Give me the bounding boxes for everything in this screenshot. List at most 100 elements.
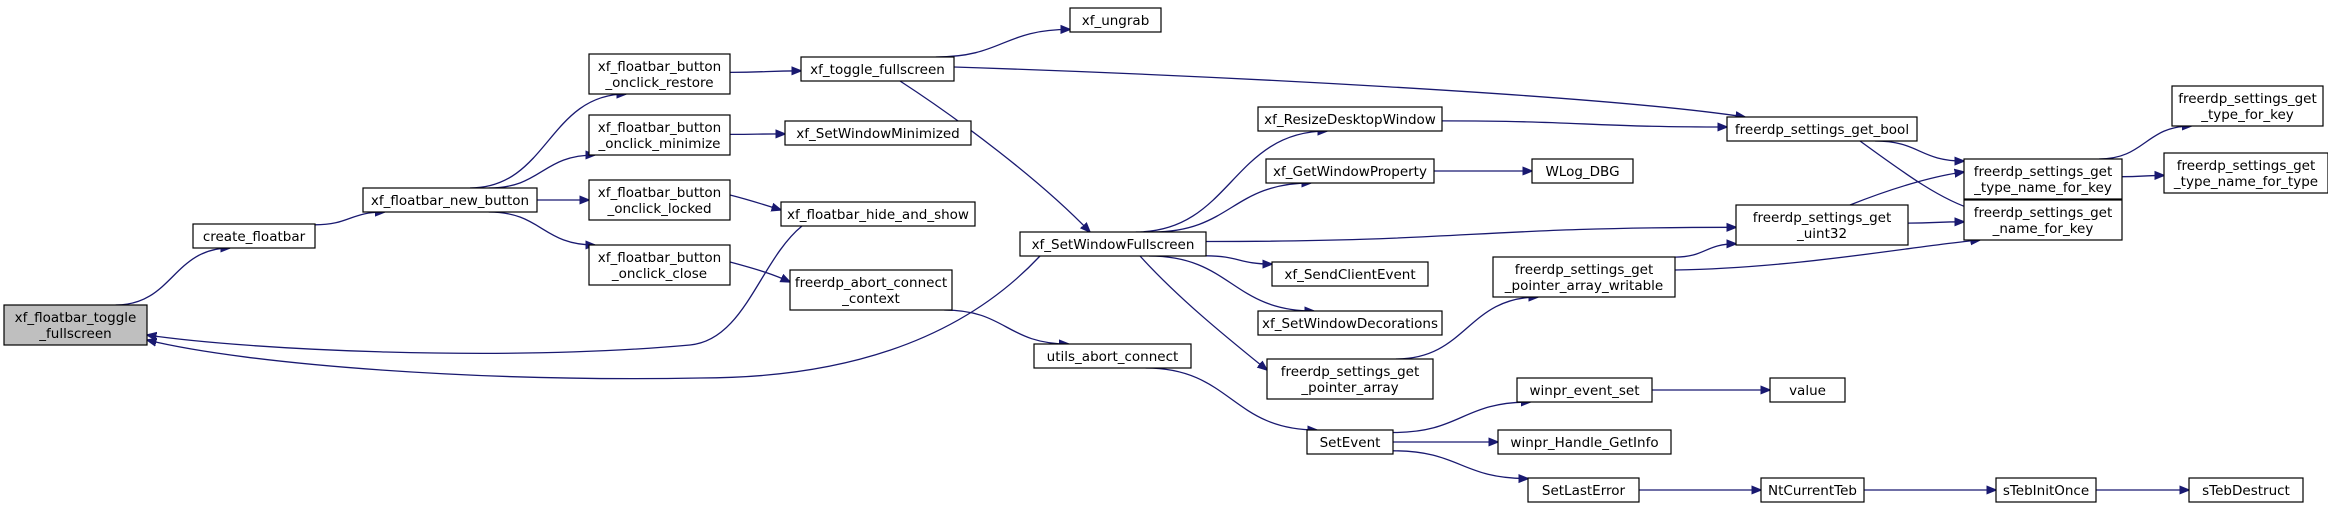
node-set_window_minimized[interactable]: xf_SetWindowMinimized (784, 120, 972, 146)
node-abort_connect_context[interactable]: freerdp_abort_connect_context (789, 269, 953, 311)
node-onclick_locked[interactable]: xf_floatbar_button_onclick_locked (588, 179, 731, 221)
node-box (1995, 477, 2097, 503)
node-onclick_minimize[interactable]: xf_floatbar_button_onclick_minimize (588, 114, 731, 156)
edge-get_uint32-to-get_type_name_for_key (1849, 172, 1964, 206)
node-get_bool[interactable]: freerdp_settings_get_bool (1726, 116, 1918, 142)
edge-get_bool-to-get_type_name_for_key (1874, 140, 1964, 161)
node-label: xf_floatbar_toggle (15, 310, 137, 326)
node-label: xf_ungrab (1082, 13, 1150, 29)
node-box (1257, 310, 1443, 336)
node-label: xf_floatbar_button (598, 250, 722, 266)
node-label: create_floatbar (203, 229, 306, 245)
edge-get_pointer_array_writable-to-get_name_for_key (1674, 240, 1980, 271)
node-label: freerdp_settings_get_bool (1735, 122, 1909, 138)
node-get_uint32[interactable]: freerdp_settings_get_uint32 (1735, 204, 1909, 246)
node-steb_init_once[interactable]: sTebInitOnce (1995, 477, 2097, 503)
node-label: xf_floatbar_button (598, 59, 722, 75)
node-get_pointer_array_writable[interactable]: freerdp_settings_get_pointer_array_writa… (1492, 256, 1676, 298)
edge-toggle_fullscreen-to-set_window_fullscreen (899, 80, 1090, 232)
node-get_name_for_key[interactable]: freerdp_settings_get_name_for_key (1963, 199, 2123, 241)
edges-layer (115, 29, 2192, 490)
node-label: xf_SetWindowFullscreen (1032, 237, 1195, 253)
node-new_button[interactable]: xf_floatbar_new_button (362, 187, 538, 213)
node-box (588, 53, 731, 95)
node-winpr_handle_getinfo[interactable]: winpr_Handle_GetInfo (1497, 429, 1672, 455)
node-nt_current_teb[interactable]: NtCurrentTeb (1760, 477, 1865, 503)
node-label: _onclick_restore (604, 75, 713, 91)
node-label: _type_for_key (2200, 107, 2294, 123)
edge-onclick_close-to-abort_connect_context (729, 261, 790, 282)
node-root[interactable]: xf_floatbar_toggle_fullscreen (3, 304, 148, 346)
node-set_last_error[interactable]: SetLastError (1527, 477, 1640, 503)
node-label: winpr_Handle_GetInfo (1510, 435, 1658, 451)
node-box (2171, 85, 2324, 127)
node-box (588, 244, 731, 286)
node-set_window_fullscreen[interactable]: xf_SetWindowFullscreen (1019, 231, 1207, 257)
node-label: _onclick_locked (606, 201, 711, 217)
node-label: freerdp_settings_get (1974, 205, 2113, 221)
node-ungrab[interactable]: xf_ungrab (1069, 7, 1162, 33)
node-box (1735, 204, 1909, 246)
edge-set_window_fullscreen-to-root (147, 255, 1041, 380)
node-box (2188, 477, 2304, 503)
node-label: NtCurrentTeb (1768, 483, 1857, 499)
node-box (1019, 231, 1207, 257)
edge-get_uint32-to-get_name_for_key (1907, 222, 1964, 223)
edge-new_button-to-onclick_close (488, 211, 595, 245)
node-send_client_event[interactable]: xf_SendClientEvent (1271, 261, 1429, 287)
node-get_pointer_array[interactable]: freerdp_settings_get_pointer_array (1266, 358, 1434, 400)
edge-set_window_fullscreen-to-get_pointer_array (1139, 255, 1267, 370)
node-onclick_restore[interactable]: xf_floatbar_button_onclick_restore (588, 53, 731, 95)
node-label: xf_floatbar_new_button (371, 193, 529, 209)
node-label: sTebInitOnce (2003, 483, 2089, 499)
node-box (1069, 7, 1162, 33)
node-label: _pointer_array_writable (1504, 278, 1663, 294)
edge-set_event-to-winpr_event_set (1392, 402, 1530, 434)
node-utils_abort_connect[interactable]: utils_abort_connect (1033, 343, 1192, 369)
edge-set_event-to-set_last_error (1392, 450, 1528, 479)
node-label: sTebDestruct (2202, 483, 2290, 499)
node-resize_desktop_window[interactable]: xf_ResizeDesktopWindow (1257, 106, 1443, 132)
node-hide_and_show[interactable]: xf_floatbar_hide_and_show (780, 201, 976, 227)
edge-resize_desktop_window-to-get_bool (1441, 120, 1727, 127)
node-box (780, 201, 976, 227)
node-get_type_name_for_key[interactable]: freerdp_settings_get_type_name_for_key (1963, 158, 2123, 200)
node-set_event[interactable]: SetEvent (1306, 429, 1394, 455)
edge-set_window_fullscreen-to-get_window_property (1151, 183, 1311, 233)
node-box (1265, 158, 1435, 184)
node-onclick_close[interactable]: xf_floatbar_button_onclick_close (588, 244, 731, 286)
node-box (1266, 358, 1434, 400)
edge-new_button-to-onclick_restore (469, 94, 626, 189)
node-winpr_event_set[interactable]: winpr_event_set (1516, 377, 1653, 403)
node-get_window_property[interactable]: xf_GetWindowProperty (1265, 158, 1435, 184)
node-box (1033, 343, 1192, 369)
node-get_type_name_for_type[interactable]: freerdp_settings_get_type_name_for_type (2163, 152, 2328, 194)
edge-onclick_minimize-to-set_window_minimized (729, 134, 785, 135)
node-toggle_fullscreen[interactable]: xf_toggle_fullscreen (800, 56, 955, 82)
edge-set_window_fullscreen-to-send_client_event (1205, 255, 1272, 264)
node-label: _context (841, 291, 900, 307)
node-value[interactable]: value (1769, 377, 1846, 403)
node-label: _onclick_close (611, 266, 707, 282)
node-get_type_for_key[interactable]: freerdp_settings_get_type_for_key (2171, 85, 2324, 127)
nodes-layer: xf_floatbar_toggle_fullscreen create_floa… (3, 7, 2328, 503)
node-steb_destruct[interactable]: sTebDestruct (2188, 477, 2304, 503)
node-box (1527, 477, 1640, 503)
node-box (3, 304, 148, 346)
edge-get_type_name_for_key-to-get_type_for_key (2098, 126, 2192, 160)
node-box (1306, 429, 1394, 455)
node-set_window_decorations[interactable]: xf_SetWindowDecorations (1257, 310, 1443, 336)
node-box (588, 179, 731, 221)
node-label: xf_ResizeDesktopWindow (1264, 112, 1436, 128)
node-box (800, 56, 955, 82)
edge-get_pointer_array-to-get_pointer_array_writable (1395, 297, 1538, 360)
node-label: xf_SetWindowMinimized (796, 126, 959, 142)
node-box (1497, 429, 1672, 455)
edge-set_window_fullscreen-to-set_window_decorations (1148, 255, 1314, 311)
edge-get_type_name_for_key-to-get_type_name_for_type (2121, 175, 2164, 176)
node-create_floatbar[interactable]: create_floatbar (192, 223, 316, 249)
node-wlog_dbg[interactable]: WLog_DBG (1531, 158, 1634, 184)
edge-create_floatbar-to-new_button (314, 212, 385, 226)
node-label: xf_SendClientEvent (1284, 267, 1415, 283)
